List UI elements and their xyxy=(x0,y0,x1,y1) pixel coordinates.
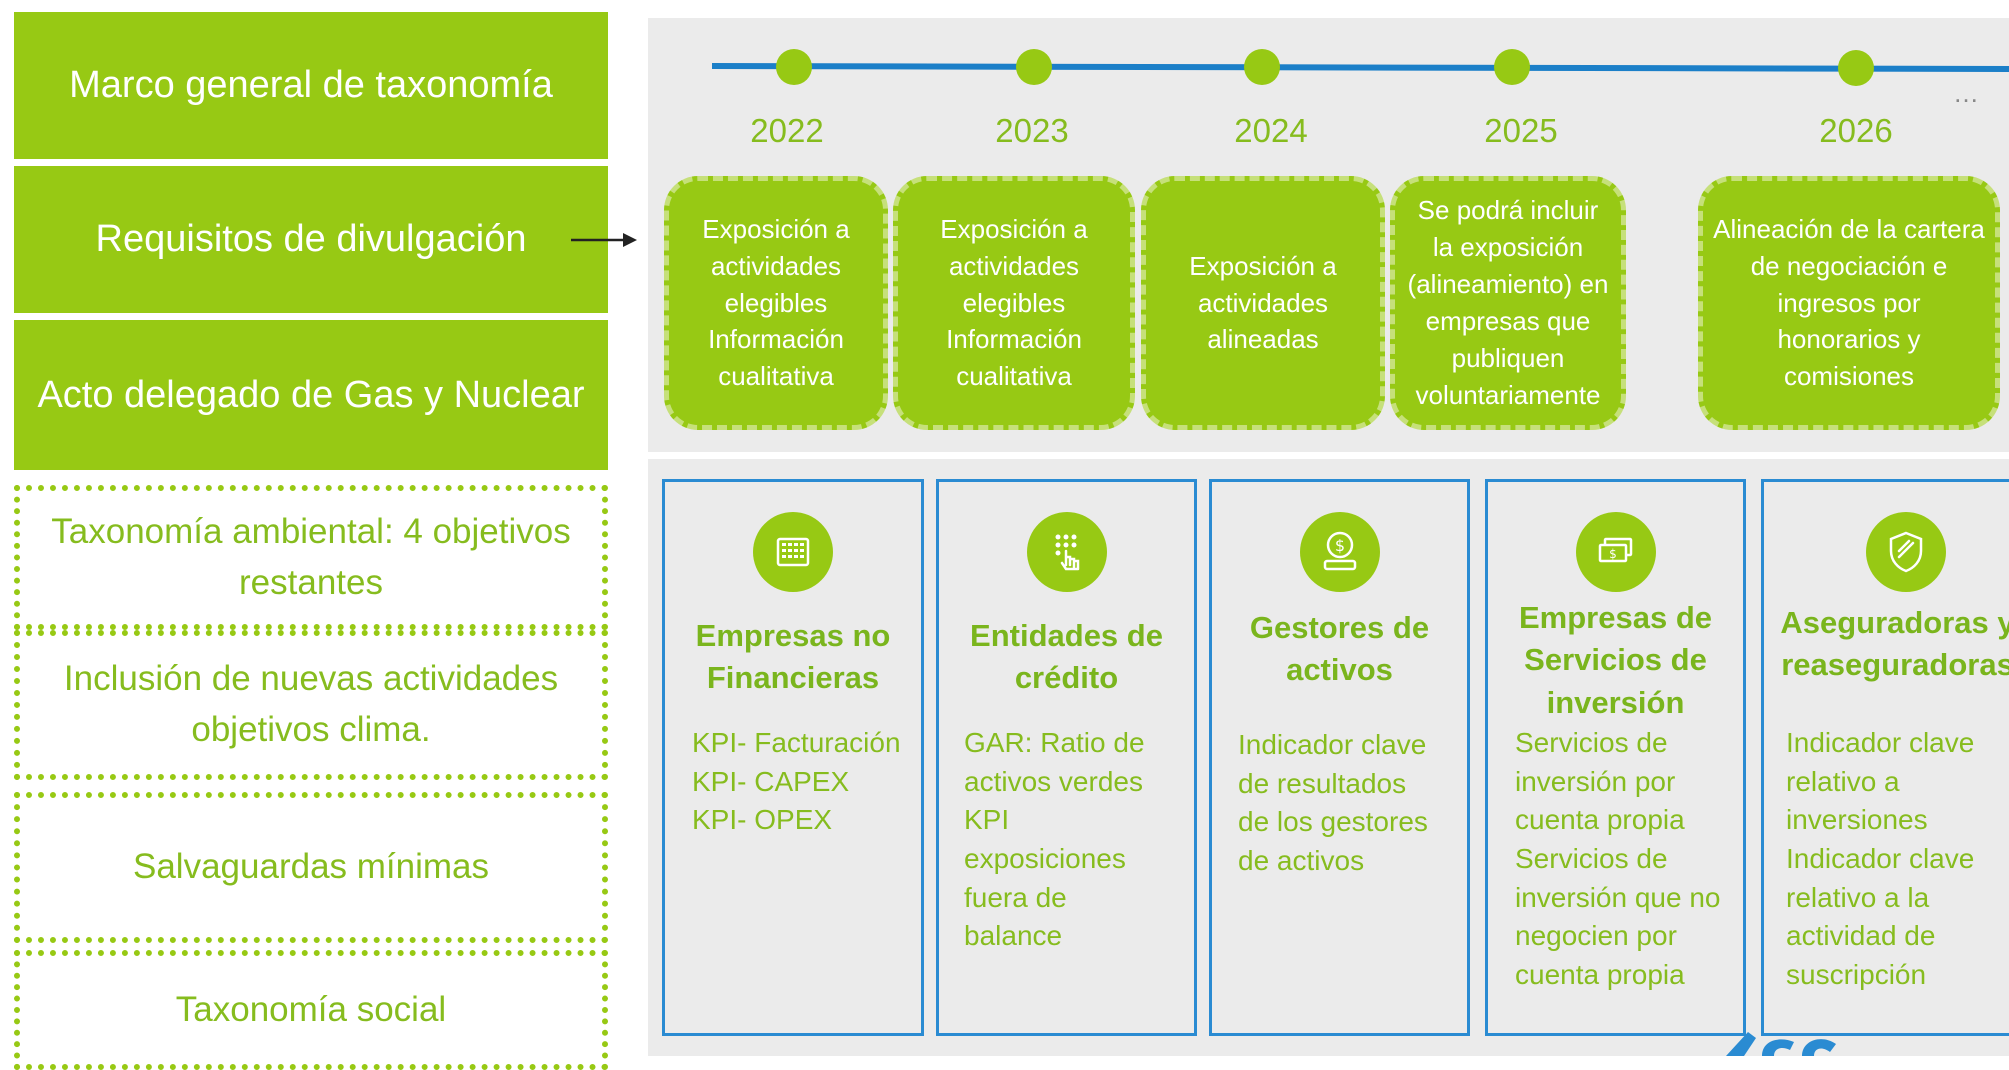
milestone-2022-text: Exposición a actividades elegibles Infor… xyxy=(702,213,850,392)
coin-icon: $ xyxy=(1299,512,1380,592)
entity-title: Aseguradoras y reaseguradoras xyxy=(1780,605,2009,683)
milestone-2025-text: Se podrá incluir la exposición (alineami… xyxy=(1407,195,1609,410)
milestone-2024-text: Exposición a actividades alineadas xyxy=(1189,250,1337,355)
svg-text:$: $ xyxy=(1609,547,1617,561)
timeline-node-2026 xyxy=(1838,50,1874,86)
entity-title: Gestores de activos xyxy=(1249,610,1430,688)
milestone-2023-text: Exposición a actividades elegibles Infor… xyxy=(940,213,1088,392)
acto-delegado-label: Acto delegado de Gas y Nuclear xyxy=(37,373,585,416)
entity-body: GAR: Ratio de activos verdes KPI exposic… xyxy=(964,727,1145,952)
marco-general-label: Marco general de taxonomía xyxy=(69,64,553,106)
entity-body: KPI- Facturación KPI- CAPEX KPI- OPEX xyxy=(692,727,901,836)
banknotes-icon: $ xyxy=(1575,512,1656,592)
year-2022: 2022 xyxy=(750,112,824,149)
arrow-right-icon xyxy=(571,233,637,247)
inclusion-actividades-box: Inclusión de nuevas actividades objetivo… xyxy=(14,630,608,780)
year-2026: 2026 xyxy=(1819,112,1893,149)
marco-general-box: Marco general de taxonomía xyxy=(14,12,608,159)
logo-graphic xyxy=(1726,1032,1836,1056)
hand-touch-icon xyxy=(1026,512,1107,592)
taxonomia-ambiental-box: Taxonomía ambiental: 4 objetivos restant… xyxy=(14,485,608,630)
entity-entidades-credito: Entidades de crédito GAR: Ratio de activ… xyxy=(936,479,1197,1036)
milestone-2023: Exposición a actividades elegibles Infor… xyxy=(893,176,1135,430)
timeline-node-2025 xyxy=(1494,49,1530,85)
milestone-2024: Exposición a actividades alineadas xyxy=(1141,176,1385,430)
milestone-2026: Alineación de la cartera de negociación … xyxy=(1698,176,2000,430)
entity-title: Empresas de Servicios de inversión xyxy=(1519,600,1712,720)
entity-body: Indicador clave de resultados de los ges… xyxy=(1238,729,1428,876)
taxonomia-social-label: Taxonomía social xyxy=(175,989,447,1029)
shield-icon xyxy=(1866,512,1946,592)
entity-aseguradoras: Aseguradoras y reaseguradoras Indicador … xyxy=(1761,479,2009,1036)
milestone-2022: Exposición a actividades elegibles Infor… xyxy=(664,176,888,430)
timeline-line xyxy=(711,49,2009,86)
year-2024: 2024 xyxy=(1234,112,1308,149)
entity-body: Indicador clave relativo a inversiones I… xyxy=(1786,727,1975,990)
year-2025: 2025 xyxy=(1484,112,1558,149)
entity-title: Empresas no Financieras xyxy=(695,618,891,696)
timeline-ellipsis: … xyxy=(1953,78,1979,108)
building-icon xyxy=(753,512,833,592)
taxonomia-social-box: Taxonomía social xyxy=(14,950,608,1070)
timeline-node-2023 xyxy=(1016,49,1052,85)
timeline-node-2024 xyxy=(1244,49,1280,85)
requisitos-divulgacion-label: Requisitos de divulgación xyxy=(95,218,527,260)
timeline-node-2022 xyxy=(776,49,812,85)
entity-servicios-inversion: $ Empresas de Servicios de inversión Ser… xyxy=(1485,479,1746,1036)
salvaguardas-label: Salvaguardas mínimas xyxy=(133,847,489,887)
entity-body: Servicios de inversión por cuenta propia… xyxy=(1515,727,1721,990)
entity-empresas-no-financieras: Empresas no Financieras KPI- Facturación… xyxy=(662,479,924,1036)
inclusion-actividades-label: Inclusión de nuevas actividades objetivo… xyxy=(63,659,559,749)
salvaguardas-box: Salvaguardas mínimas xyxy=(14,792,608,943)
year-2023: 2023 xyxy=(995,112,1069,149)
requisitos-divulgacion-box: Requisitos de divulgación xyxy=(14,166,608,313)
taxonomia-ambiental-label: Taxonomía ambiental: 4 objetivos restant… xyxy=(51,511,571,602)
svg-text:$: $ xyxy=(1334,536,1344,555)
entity-title: Entidades de crédito xyxy=(970,618,1163,696)
milestone-2025: Se podrá incluir la exposición (alineami… xyxy=(1390,176,1626,430)
acto-delegado-box: Acto delegado de Gas y Nuclear xyxy=(14,320,608,470)
entity-gestores-activos: $ Gestores de activos Indicador clave de… xyxy=(1209,479,1470,1036)
milestone-2026-text: Alineación de la cartera de negociación … xyxy=(1713,213,1985,392)
